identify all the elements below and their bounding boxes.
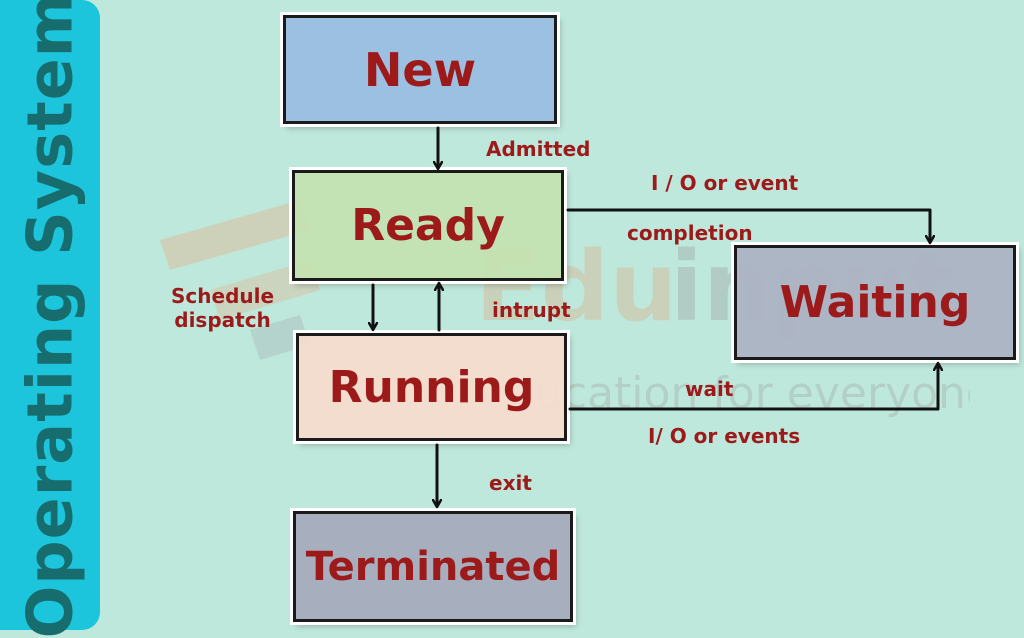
label-schedule-dispatch: Schedule dispatch [171,284,274,332]
label-admitted: Admitted [486,137,591,161]
label-exit: exit [489,471,532,495]
label-dispatch: dispatch [174,308,271,332]
label-completion: completion [627,221,753,245]
state-running-label: Running [328,361,535,413]
state-waiting-label: Waiting [779,277,971,328]
state-new-label: New [363,42,477,97]
state-terminated-label: Terminated [305,543,561,590]
label-intrupt: intrupt [492,298,571,322]
label-schedule: Schedule [171,284,275,308]
label-wait: wait [685,377,734,401]
arrow-running-to-waiting [568,364,938,411]
state-ready: Ready [289,167,567,284]
label-io-event: I / O or event [651,171,799,195]
sidebar: Operating System [0,0,100,638]
state-new: New [280,12,560,127]
state-terminated: Terminated [290,508,576,625]
label-io-events: I/ O or events [648,424,801,448]
state-ready-label: Ready [351,200,505,251]
sidebar-title: Operating System [13,0,87,638]
state-waiting: Waiting [731,242,1019,363]
state-running: Running [293,330,570,444]
